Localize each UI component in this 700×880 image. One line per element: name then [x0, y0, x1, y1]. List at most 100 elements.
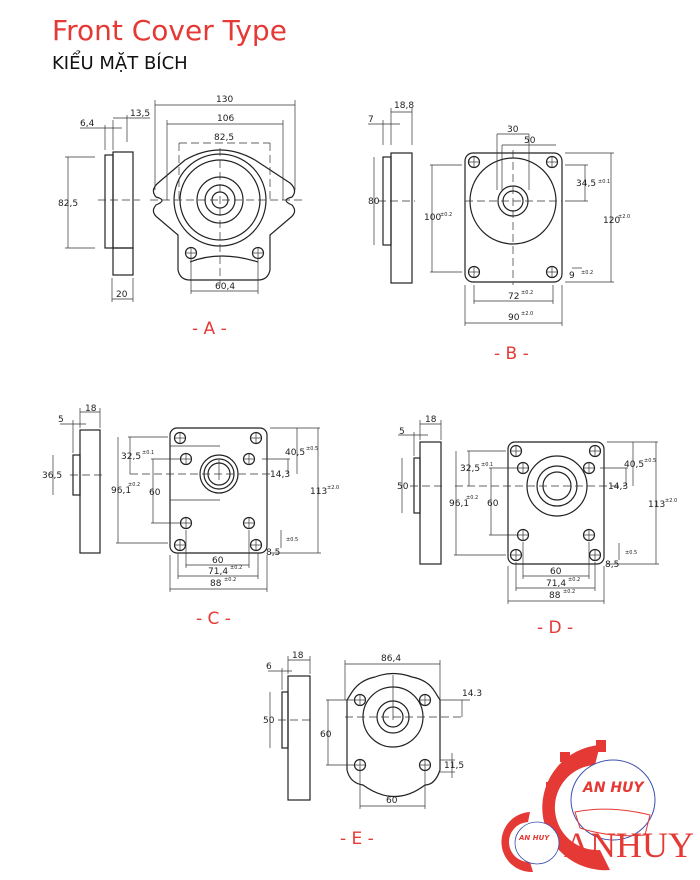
svg-text:34,5: 34,5: [576, 179, 596, 189]
svg-text:±0.5: ±0.5: [625, 550, 637, 556]
svg-text:±0.5: ±0.5: [286, 537, 298, 543]
svg-text:±0.1: ±0.1: [598, 179, 610, 185]
view-b: 18,8 7 80 30 50 34,5±0.1 100±0.2 120±2.0…: [368, 101, 630, 364]
svg-text:60,4: 60,4: [215, 282, 235, 292]
svg-text:±0.2: ±0.2: [224, 577, 236, 583]
view-e-dimensions: 18 6 50 86,4 14.3 60 11,5 60: [263, 651, 482, 809]
svg-text:40,5: 40,5: [285, 448, 305, 458]
svg-text:7: 7: [368, 115, 374, 125]
view-a-front: [150, 148, 305, 285]
svg-text:±2.0: ±2.0: [327, 485, 339, 491]
svg-text:60: 60: [550, 567, 562, 577]
svg-text:±2.0: ±2.0: [665, 498, 677, 504]
svg-text:82,5: 82,5: [214, 133, 234, 143]
svg-text:88: 88: [549, 591, 561, 601]
svg-text:32,5: 32,5: [460, 464, 480, 474]
svg-text:5: 5: [58, 415, 64, 425]
view-e: 18 6 50 86,4 14.3 60 11,5 60 - E -: [263, 651, 482, 849]
svg-text:120: 120: [603, 216, 620, 226]
svg-text:60: 60: [212, 556, 224, 566]
svg-text:71,4: 71,4: [208, 567, 228, 577]
svg-text:14,3: 14,3: [608, 482, 628, 492]
view-b-label: - B -: [494, 344, 529, 364]
svg-text:88: 88: [210, 579, 222, 589]
svg-text:60: 60: [320, 730, 332, 740]
svg-text:40,5: 40,5: [624, 460, 644, 470]
svg-text:14.3: 14.3: [462, 689, 482, 699]
view-b-front: [464, 150, 563, 285]
view-d-side: [410, 441, 445, 565]
svg-text:±0.2: ±0.2: [440, 212, 452, 218]
svg-text:60: 60: [386, 796, 398, 806]
svg-text:18: 18: [292, 651, 304, 661]
view-c-front: [130, 427, 270, 554]
svg-text:5: 5: [399, 427, 405, 437]
page-subtitle: KIỂU MẶT BÍCH: [52, 53, 188, 74]
large-gear-icon: [542, 745, 610, 871]
svg-text:72: 72: [508, 292, 519, 302]
svg-text:82,5: 82,5: [58, 199, 78, 209]
svg-text:±0.2: ±0.2: [128, 482, 140, 488]
svg-text:±0.2: ±0.2: [581, 270, 593, 276]
svg-text:6: 6: [266, 662, 272, 672]
svg-text:9: 9: [569, 271, 575, 281]
svg-text:AN HUY: AN HUY: [518, 834, 550, 842]
svg-text:96,1: 96,1: [449, 499, 469, 509]
globe-icon: [570, 759, 656, 841]
view-a-side: [98, 151, 140, 276]
svg-text:30: 30: [507, 125, 519, 135]
view-c: 18 5 36,5 32,5±0.1 96,1±0.2 60 40,5±0.5 …: [42, 404, 339, 629]
svg-text:±0.5: ±0.5: [306, 446, 318, 452]
svg-text:±0.2: ±0.2: [521, 290, 533, 296]
svg-text:8,5: 8,5: [266, 548, 280, 558]
svg-text:113: 113: [310, 487, 327, 497]
view-e-side: [278, 675, 312, 801]
svg-text:18: 18: [85, 404, 97, 414]
view-a-dimensions: 130 106 82,5 82,5 6,4 13,5 20 60,4: [58, 95, 296, 302]
view-d: 18 5 50 32,5±0.1 96,1±0.2 60 40,5±0.5 14…: [397, 415, 677, 638]
view-c-label: - C -: [196, 609, 231, 629]
svg-text:±2.0: ±2.0: [521, 311, 533, 317]
svg-text:±0.1: ±0.1: [481, 462, 493, 468]
svg-text:13,5: 13,5: [130, 109, 150, 119]
view-b-side: [378, 152, 415, 284]
svg-text:±0.2: ±0.2: [466, 495, 478, 501]
svg-text:±0.5: ±0.5: [644, 458, 656, 464]
svg-text:60: 60: [149, 488, 161, 498]
svg-text:113: 113: [648, 500, 665, 510]
svg-text:±0.1: ±0.1: [142, 450, 154, 456]
svg-text:±2.0: ±2.0: [618, 214, 630, 220]
svg-text:96,1: 96,1: [111, 486, 131, 496]
svg-text:50: 50: [524, 136, 536, 146]
view-c-side: [70, 429, 105, 554]
svg-text:±0.2: ±0.2: [568, 577, 580, 583]
view-b-dimensions: 18,8 7 80 30 50 34,5±0.1 100±0.2 120±2.0…: [368, 101, 630, 326]
company-logo: AN HUY AN HUY ANHUY: [501, 740, 694, 873]
svg-text:130: 130: [216, 95, 233, 105]
svg-text:80: 80: [368, 197, 380, 207]
svg-text:50: 50: [263, 716, 275, 726]
page-title: Front Cover Type: [52, 14, 287, 47]
svg-text:86,4: 86,4: [381, 654, 401, 664]
view-d-label: - D -: [537, 618, 573, 638]
svg-text:11,5: 11,5: [444, 761, 464, 771]
svg-text:32,5: 32,5: [121, 452, 141, 462]
svg-text:71,4: 71,4: [546, 579, 566, 589]
svg-text:90: 90: [508, 313, 520, 323]
svg-text:50: 50: [397, 482, 409, 492]
svg-text:AN HUY: AN HUY: [582, 780, 646, 796]
svg-text:6,4: 6,4: [80, 119, 95, 129]
view-c-dimensions: 18 5 36,5 32,5±0.1 96,1±0.2 60 40,5±0.5 …: [42, 404, 339, 592]
view-d-dimensions: 18 5 50 32,5±0.1 96,1±0.2 60 40,5±0.5 14…: [397, 415, 677, 604]
svg-text:14,3: 14,3: [270, 470, 290, 480]
logo-wordmark: ANHUY: [564, 825, 694, 865]
svg-text:±0.2: ±0.2: [563, 589, 575, 595]
svg-text:8,5: 8,5: [605, 560, 619, 570]
svg-text:106: 106: [217, 114, 234, 124]
svg-text:20: 20: [116, 290, 128, 300]
view-a: 130 106 82,5 82,5 6,4 13,5 20 60,4 - A -: [58, 95, 305, 339]
svg-text:±0.2: ±0.2: [230, 565, 242, 571]
svg-text:60: 60: [487, 499, 499, 509]
view-d-front: [455, 441, 625, 565]
view-e-front: [345, 672, 465, 797]
